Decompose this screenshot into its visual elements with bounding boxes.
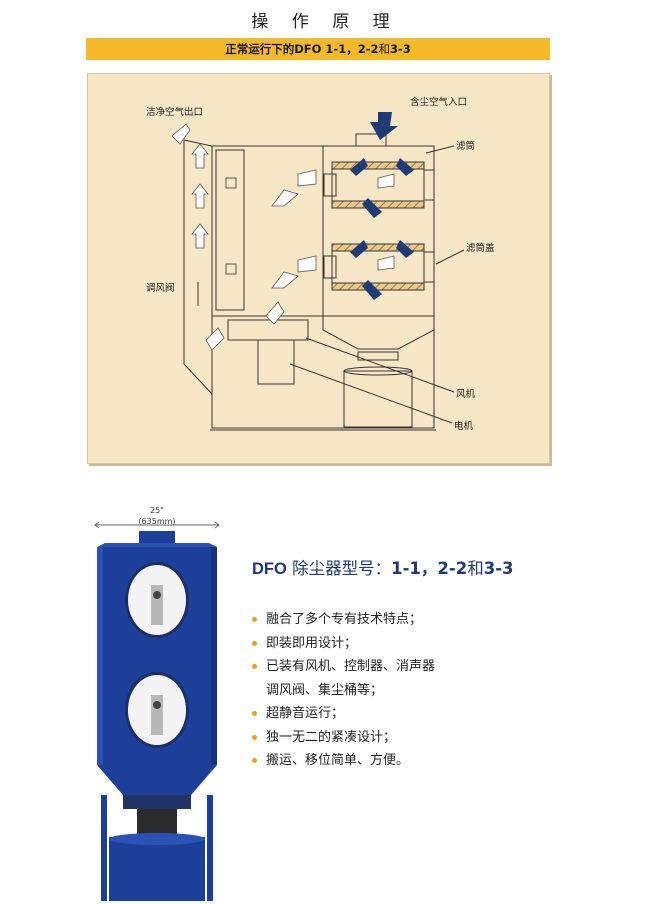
bullet-icon bbox=[252, 734, 257, 740]
collector-unit bbox=[94, 521, 220, 901]
banner-prefix: 正常运行下的 bbox=[225, 42, 295, 56]
collector-schematic bbox=[171, 112, 465, 431]
product-illustration: 25" (635mm) bbox=[93, 503, 221, 901]
bullet-icon bbox=[252, 640, 257, 646]
feature-item: 即装即用设计； bbox=[252, 632, 612, 656]
bullet-icon bbox=[252, 711, 257, 716]
operation-banner: 正常运行下的DFO 1-1，2-2和3-3 bbox=[86, 38, 550, 60]
dimension-inch: 25" bbox=[150, 506, 164, 515]
dimension-mm: (635mm) bbox=[138, 517, 176, 526]
feature-item: 已装有风机、控制器、消声器 bbox=[252, 655, 612, 679]
page-title: 操 作 原 理 bbox=[251, 12, 399, 32]
model-text: 除尘器型号： bbox=[286, 559, 392, 578]
operation-diagram: 洁净空气出口 含尘空气入口 滤筒 滤筒盖 调风阀 风机 电机 bbox=[87, 73, 550, 464]
model-numbers-a: 1-1，2-2 bbox=[391, 559, 468, 578]
label-clean-air-outlet: 洁净空气出口 bbox=[146, 107, 204, 118]
feature-item: 超静音运行； bbox=[252, 702, 612, 726]
label-filter-cover: 滤筒盖 bbox=[466, 243, 495, 254]
banner-models-b: 3-3 bbox=[389, 42, 411, 56]
model-and: 和 bbox=[467, 559, 484, 578]
model-numbers-b: 3-3 bbox=[483, 559, 514, 578]
label-filter-cartridge: 滤筒 bbox=[456, 141, 476, 152]
label-motor: 电机 bbox=[454, 421, 474, 432]
label-dusty-air-inlet: 含尘空气入口 bbox=[410, 97, 468, 108]
banner-and: 和 bbox=[378, 42, 390, 56]
bullet-icon bbox=[252, 664, 257, 669]
feature-item: 融合了多个专有技术特点； bbox=[252, 608, 612, 632]
banner-dfo: DFO bbox=[294, 42, 322, 56]
bullet-icon bbox=[252, 617, 257, 622]
label-damper: 调风阀 bbox=[146, 283, 175, 294]
banner-models-a: 1-1，2-2 bbox=[325, 42, 379, 56]
feature-item: 独一无二的紧凑设计； bbox=[252, 726, 612, 750]
feature-item-continued: 调风阀、集尘桶等； bbox=[266, 682, 384, 698]
label-fan: 风机 bbox=[456, 389, 476, 400]
model-heading: DFO 除尘器型号：1-1，2-2和3-3 bbox=[252, 555, 514, 579]
feature-item: 搬运、移位简单、方便。 bbox=[252, 749, 612, 773]
bullet-icon bbox=[252, 758, 257, 763]
feature-list: 融合了多个专有技术特点； 即装即用设计； 已装有风机、控制器、消声器 调风阀、集… bbox=[252, 608, 612, 773]
model-brand: DFO bbox=[252, 560, 287, 578]
